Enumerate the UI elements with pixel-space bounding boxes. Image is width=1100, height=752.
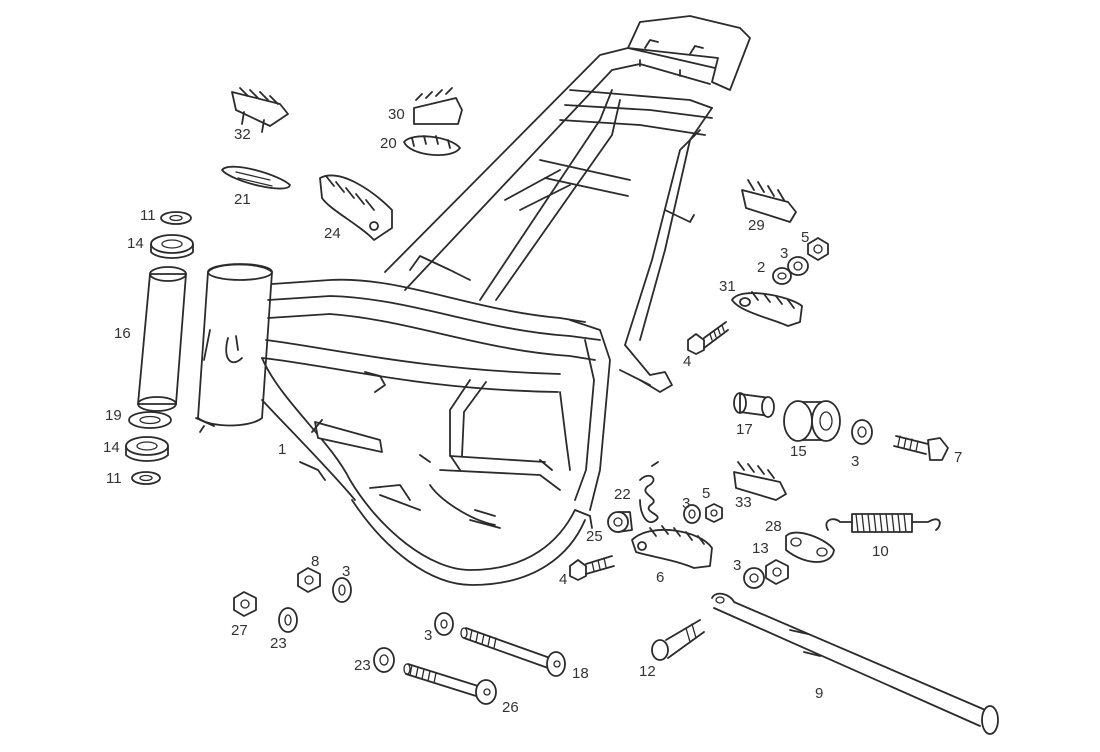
callout-26: 26 (502, 699, 519, 716)
callout-10: 10 (872, 543, 889, 560)
footpeg-rubber-32[interactable] (231, 87, 289, 133)
footpeg-rubber-29[interactable] (741, 179, 797, 223)
bolt-26[interactable] (403, 663, 497, 705)
callout-19: 19 (105, 407, 122, 424)
callout-3: 3 (733, 557, 741, 574)
callout-5: 5 (702, 485, 710, 502)
nut-8[interactable] (297, 567, 321, 593)
bolt-4-bottom[interactable] (569, 555, 615, 581)
callout-27: 27 (231, 622, 248, 639)
callout-14: 14 (127, 235, 144, 252)
bearing-14-bottom[interactable] (125, 436, 169, 462)
callout-29: 29 (748, 217, 765, 234)
callout-25: 25 (586, 528, 603, 545)
washer-3-low[interactable] (332, 577, 352, 603)
spring-10[interactable] (825, 513, 941, 533)
callout-4: 4 (683, 353, 691, 370)
washer-3-top[interactable] (787, 256, 809, 276)
callout-17: 17 (736, 421, 753, 438)
callout-7: 7 (954, 449, 962, 466)
washer-23-bottom[interactable] (373, 647, 395, 673)
washer-3-peg[interactable] (683, 504, 701, 524)
nut-27[interactable] (233, 591, 257, 617)
washer-3-stand[interactable] (743, 567, 765, 589)
bearing-14-top[interactable] (150, 234, 194, 259)
footpeg-rubber-33[interactable] (733, 461, 787, 501)
callout-18: 18 (572, 665, 589, 682)
callout-16: 16 (114, 325, 131, 342)
footpeg-24[interactable] (319, 174, 393, 241)
washer-19[interactable] (128, 411, 172, 429)
callout-33: 33 (735, 494, 752, 511)
nut-5-peg[interactable] (705, 503, 723, 523)
callout-14: 14 (103, 439, 120, 456)
callout-3: 3 (424, 627, 432, 644)
callout-4: 4 (559, 571, 567, 588)
callout-labels: 1 2 3 3 3 3 3 3 4 4 5 5 6 7 8 9 10 11 11… (103, 106, 962, 716)
washer-11-bottom[interactable] (131, 471, 161, 485)
washer-3-mid[interactable] (851, 419, 873, 445)
callout-2: 2 (757, 259, 765, 276)
callout-23: 23 (270, 635, 287, 652)
spacer-15[interactable] (783, 400, 841, 442)
callout-9: 9 (815, 685, 823, 702)
nut-5-top[interactable] (807, 237, 829, 261)
callout-8: 8 (311, 553, 319, 570)
callout-13: 13 (752, 540, 769, 557)
bracket-28[interactable] (785, 531, 835, 563)
footpeg-plate-20[interactable] (403, 135, 461, 156)
callout-32: 32 (234, 126, 251, 143)
callout-30: 30 (388, 106, 405, 123)
callout-20: 20 (380, 135, 397, 152)
bolt-7[interactable] (893, 435, 949, 461)
callout-24: 24 (324, 225, 341, 242)
callout-3: 3 (780, 245, 788, 262)
footpeg-6[interactable] (631, 525, 713, 569)
bolt-18[interactable] (460, 627, 566, 677)
callout-28: 28 (765, 518, 782, 535)
footpeg-rubber-30[interactable] (413, 87, 463, 125)
washer-11-top[interactable] (160, 211, 192, 225)
callout-1: 1 (278, 441, 286, 458)
footpeg-pad-21[interactable] (221, 165, 291, 190)
washer-2[interactable] (772, 267, 792, 285)
callout-11: 11 (140, 207, 156, 224)
callout-21: 21 (234, 191, 251, 208)
callout-11: 11 (106, 470, 122, 487)
bushing-25[interactable] (607, 511, 633, 533)
callout-23: 23 (354, 657, 371, 674)
callout-5: 5 (801, 229, 809, 246)
frame-part[interactable] (195, 15, 751, 586)
bolt-4-top[interactable] (687, 321, 729, 355)
bushing-17[interactable] (733, 392, 775, 418)
side-stand-9[interactable] (711, 592, 999, 735)
callout-3: 3 (342, 563, 350, 580)
footpeg-31[interactable] (731, 291, 803, 327)
callout-6: 6 (656, 569, 664, 586)
washer-3-bolt[interactable] (434, 612, 454, 636)
callout-31: 31 (719, 278, 736, 295)
nut-13[interactable] (765, 559, 789, 585)
bolt-12[interactable] (651, 619, 705, 661)
callout-15: 15 (790, 443, 807, 460)
callout-3: 3 (682, 495, 690, 512)
steering-tube[interactable] (137, 266, 187, 412)
callout-12: 12 (639, 663, 656, 680)
callout-3: 3 (851, 453, 859, 470)
washer-23-top[interactable] (278, 607, 298, 633)
callout-22: 22 (614, 486, 631, 503)
spring-22[interactable] (639, 461, 659, 523)
